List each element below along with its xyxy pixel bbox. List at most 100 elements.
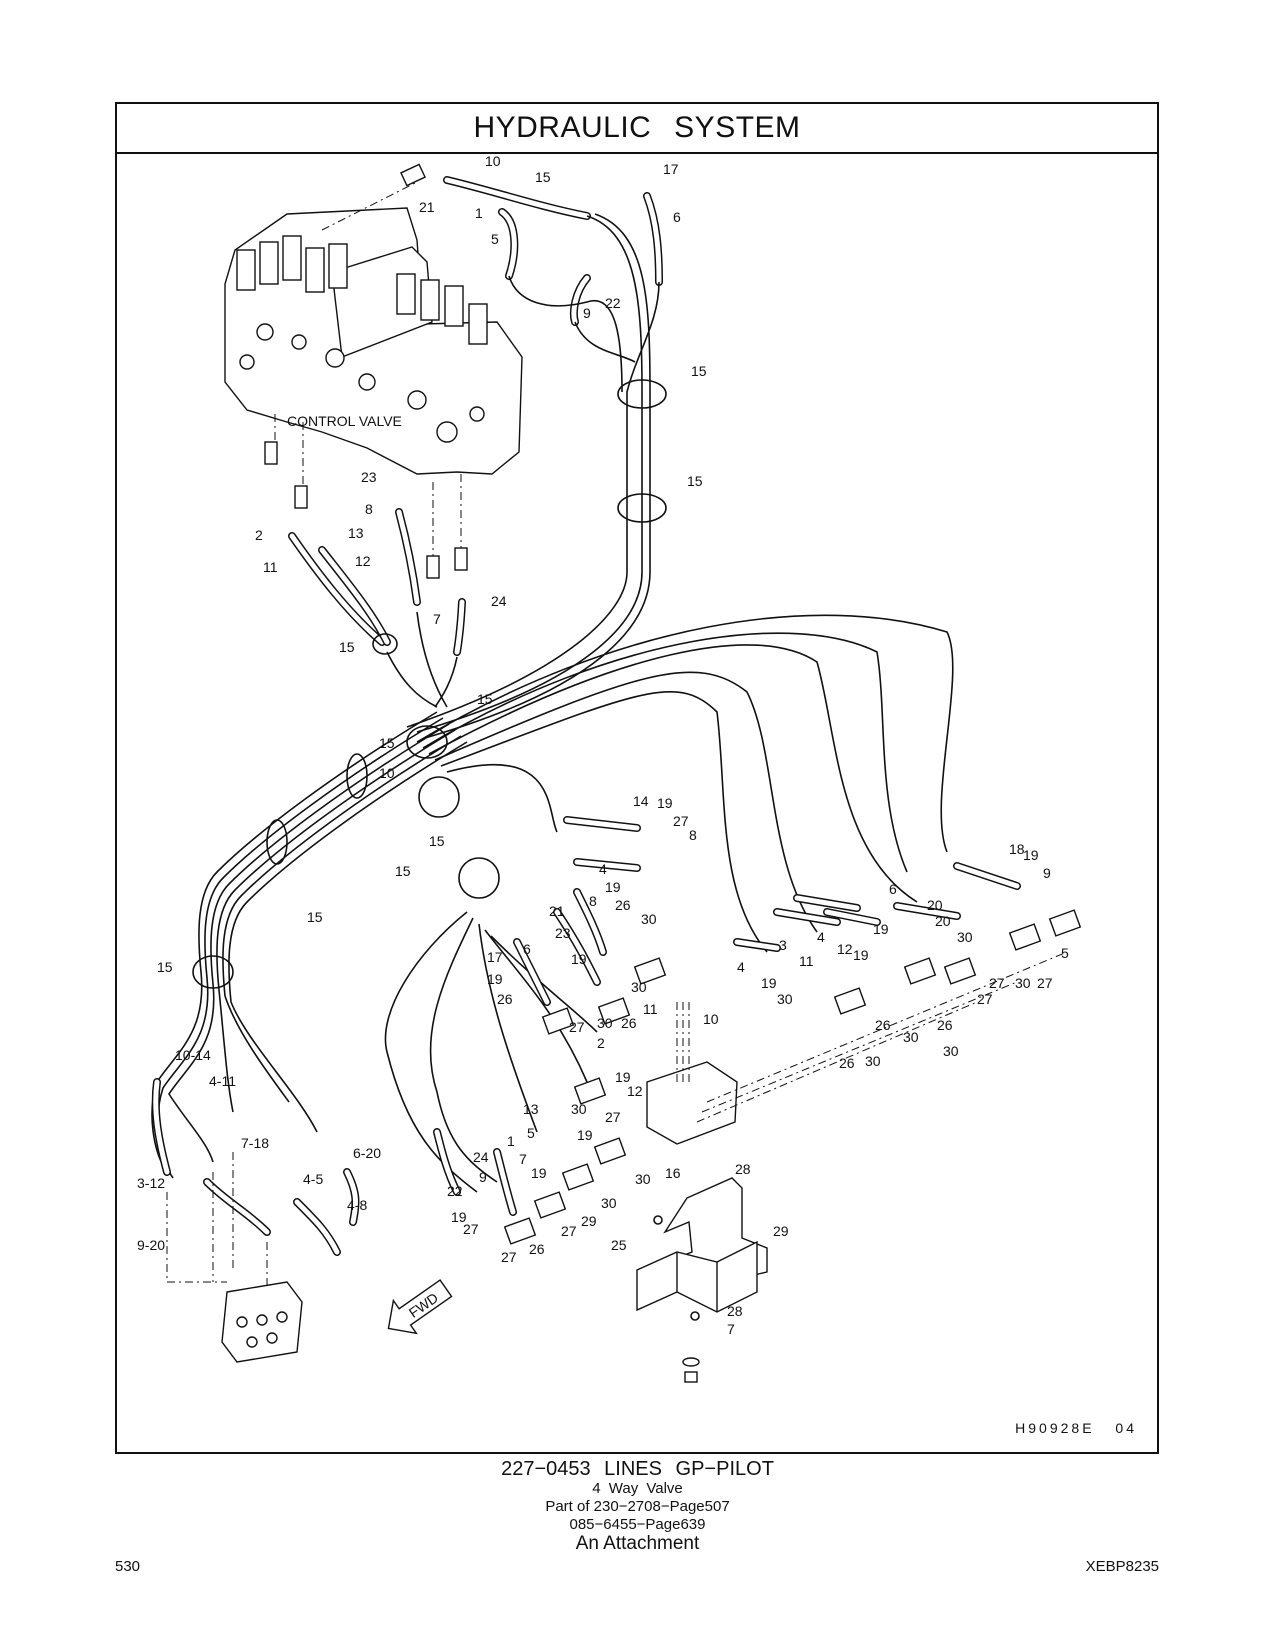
callout: 21	[549, 903, 565, 919]
callout: 29	[581, 1213, 597, 1229]
callout: 26	[621, 1015, 637, 1031]
callout: 26	[937, 1017, 953, 1033]
callout: 29	[773, 1223, 789, 1239]
callout: 27	[977, 991, 993, 1007]
callout: 7	[433, 611, 441, 627]
callout: 5	[527, 1125, 535, 1141]
callout: 11	[799, 953, 814, 969]
callout: 17	[663, 161, 679, 177]
callout: 30	[903, 1029, 919, 1045]
callout: 26	[615, 897, 631, 913]
callout: 26	[839, 1055, 855, 1071]
fwd-arrow: FWD	[387, 1279, 453, 1335]
callout: 6	[673, 209, 681, 225]
callout: 13	[523, 1101, 539, 1117]
callout: 6	[523, 941, 531, 957]
callout: 19	[531, 1165, 547, 1181]
callout: 3	[779, 937, 787, 953]
callout: 7	[519, 1151, 527, 1167]
callout: 4-11	[209, 1073, 236, 1089]
callout: 27	[989, 975, 1005, 991]
right-hose-bundle	[406, 614, 954, 953]
callout: 12	[837, 941, 853, 957]
callout: 30	[571, 1101, 587, 1117]
document-id: XEBP8235	[1085, 1558, 1159, 1575]
callout: 8	[689, 827, 697, 843]
callout: 15	[307, 909, 323, 925]
callout: 23	[361, 469, 377, 485]
diagram-title: HYDRAULIC SYSTEM	[473, 111, 801, 144]
callout: 9	[1043, 865, 1051, 881]
callout: 30	[641, 911, 657, 927]
callout: 27	[561, 1223, 577, 1239]
callout: 19	[761, 975, 777, 991]
callout: 7-18	[241, 1135, 269, 1151]
callout: 25	[611, 1237, 627, 1253]
callout: 9	[479, 1169, 487, 1185]
callout: 5	[1061, 945, 1069, 961]
callout: 28	[727, 1303, 743, 1319]
callout: 5	[491, 231, 499, 247]
right-hose-ends	[563, 816, 1021, 952]
callout: 6	[889, 881, 897, 897]
caption-line-1: 4 Way Valve	[592, 1480, 683, 1497]
callout: 15	[339, 639, 355, 655]
caption-line-3: 085−6455−Page639	[569, 1516, 706, 1533]
callout: 19	[487, 971, 503, 987]
callout: 15	[379, 735, 395, 751]
callout: 30	[597, 1015, 613, 1031]
callout: 15	[535, 169, 551, 185]
callout: 19	[451, 1209, 467, 1225]
callout: 27	[605, 1109, 621, 1125]
callout: 7	[727, 1321, 735, 1337]
callout: 27	[501, 1249, 517, 1265]
caption-title: 227−0453 LINES GP−PILOT	[501, 1458, 774, 1480]
callout: 10	[379, 765, 395, 781]
callout: 27	[673, 813, 689, 829]
callout: 30	[631, 979, 647, 995]
callout-labels: 10 21 1 5 15 17 6 9 22 15 15 23 8 2 13 1…	[137, 153, 1069, 1337]
left-hoses	[288, 508, 466, 708]
callout: 13	[348, 525, 364, 541]
callout: 30	[635, 1171, 651, 1187]
callout: 22	[605, 295, 621, 311]
callout: 30	[865, 1053, 881, 1069]
drawing-id: H90928E 04	[1015, 1420, 1137, 1436]
callout: 20	[927, 897, 943, 913]
callout: 30	[601, 1195, 617, 1211]
callout: 19	[873, 921, 889, 937]
callout: 4	[817, 929, 825, 945]
callout: 21	[419, 199, 435, 215]
callout: 10	[485, 153, 501, 169]
control-valve-label: CONTROL VALVE	[287, 413, 402, 429]
callout: 15	[687, 473, 703, 489]
callout: 15	[395, 863, 411, 879]
callout: 9-20	[137, 1237, 165, 1253]
title-bar: HYDRAULIC SYSTEM	[117, 104, 1157, 154]
callout: 30	[777, 991, 793, 1007]
callout: 27	[569, 1019, 585, 1035]
callout: 2	[597, 1035, 605, 1051]
callout: 27	[463, 1221, 479, 1237]
callout: 30	[943, 1043, 959, 1059]
main-hose-bundle	[151, 711, 468, 1179]
callout: 19	[657, 795, 673, 811]
callout: 15	[691, 363, 707, 379]
callout: 19	[615, 1069, 631, 1085]
callout: 8	[589, 893, 597, 909]
upper-hoses	[406, 176, 667, 739]
callout: 19	[853, 947, 869, 963]
callout: 19	[1023, 847, 1039, 863]
callout: 4	[737, 959, 745, 975]
control-valve-illustration	[224, 163, 523, 579]
callout: 2	[255, 527, 263, 543]
callout: 4-8	[347, 1197, 367, 1213]
callout: 27	[1037, 975, 1053, 991]
bracket-25	[636, 1240, 758, 1383]
callout: 8	[365, 501, 373, 517]
callout: 10-14	[175, 1047, 211, 1063]
callout: 4	[599, 861, 607, 877]
callout: 24	[491, 593, 507, 609]
callout: 12	[627, 1083, 643, 1099]
page-number: 530	[115, 1558, 141, 1575]
